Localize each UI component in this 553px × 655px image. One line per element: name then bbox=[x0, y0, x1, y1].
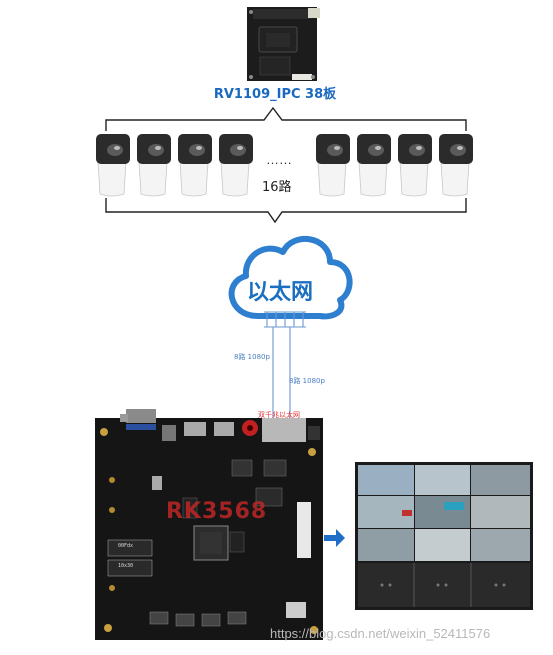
video-wall-image bbox=[355, 462, 533, 610]
camera-icon bbox=[137, 134, 171, 197]
stream-label-left: 8路 1080p bbox=[234, 353, 270, 361]
bottom-bracket bbox=[105, 198, 467, 224]
ethernet-cloud bbox=[228, 235, 353, 320]
ipc-board-image bbox=[247, 7, 320, 81]
rk3568-board-image bbox=[95, 409, 323, 640]
camera-icon bbox=[357, 134, 391, 197]
watermark: https://blog.csdn.net/weixin_52411576 bbox=[270, 626, 491, 641]
ethernet-lines bbox=[264, 311, 306, 423]
output-arrow bbox=[324, 529, 345, 547]
camera-icon bbox=[316, 134, 350, 197]
slot-silk-1: 00Fdx bbox=[118, 543, 134, 549]
camera-icon bbox=[398, 134, 432, 197]
stream-label-right: 8路 1080p bbox=[289, 377, 325, 385]
camera-icon bbox=[96, 134, 130, 197]
camera-icon bbox=[178, 134, 212, 197]
top-bracket bbox=[105, 106, 467, 131]
ethernet-label: 以太网 bbox=[246, 280, 313, 305]
slot-silk-2: 10x30 bbox=[118, 563, 134, 569]
gigabit-ethernet-label: 双千兆以太网 bbox=[258, 411, 300, 419]
camera-ellipsis: …… bbox=[266, 152, 292, 167]
ipc-board-label: RV1109_IPC 38板 bbox=[213, 87, 337, 102]
camera-row bbox=[96, 134, 473, 197]
camera-count-label: 16路 bbox=[262, 180, 292, 195]
camera-icon bbox=[439, 134, 473, 197]
soc-label: RK3568 bbox=[166, 499, 268, 524]
camera-icon bbox=[219, 134, 253, 197]
